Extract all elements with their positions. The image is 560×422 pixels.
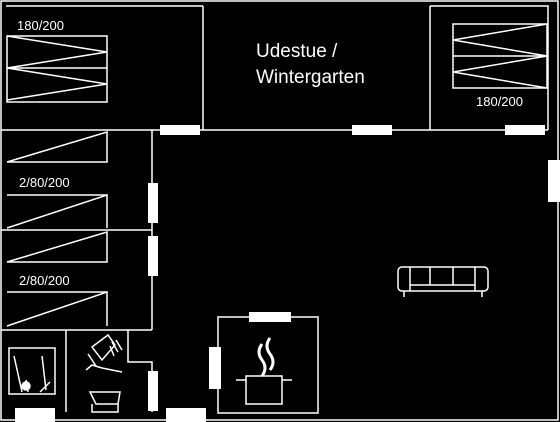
double-bed-icon [452, 23, 548, 89]
double-bed-icon [6, 35, 108, 103]
room-title-line2: Wintergarten [256, 67, 365, 88]
door-gap-icon [505, 125, 545, 135]
bed-size-label: 180/200 [476, 94, 523, 109]
door-gap-icon [166, 408, 206, 422]
door-gap-icon [160, 125, 200, 135]
door-gap-icon [148, 236, 158, 276]
door-gap-icon [548, 160, 560, 202]
room-title: Udestue / [256, 41, 338, 62]
bunk-bed-icon [6, 230, 108, 327]
door-gap-icon [209, 347, 221, 389]
sink-icon [8, 347, 56, 395]
bunk-size-label: 2/80/200 [19, 175, 70, 190]
openings [15, 125, 560, 422]
wall-kitchen [217, 316, 319, 414]
sofa-icon [397, 266, 489, 297]
door-gap-icon [249, 312, 291, 322]
bunk-size-label: 2/80/200 [19, 273, 70, 288]
cooking-pot-icon [236, 337, 292, 405]
shower-icon [87, 333, 123, 367]
door-gap-icon [352, 125, 392, 135]
door-gap-icon [15, 408, 55, 422]
wall-right-bedroom [430, 5, 549, 130]
door-gap-icon [148, 183, 158, 223]
bunk-bed-icon [6, 130, 108, 229]
bed-size-label: 180/200 [17, 18, 64, 33]
toilet-icon [85, 364, 123, 413]
door-gap-icon [148, 371, 158, 411]
